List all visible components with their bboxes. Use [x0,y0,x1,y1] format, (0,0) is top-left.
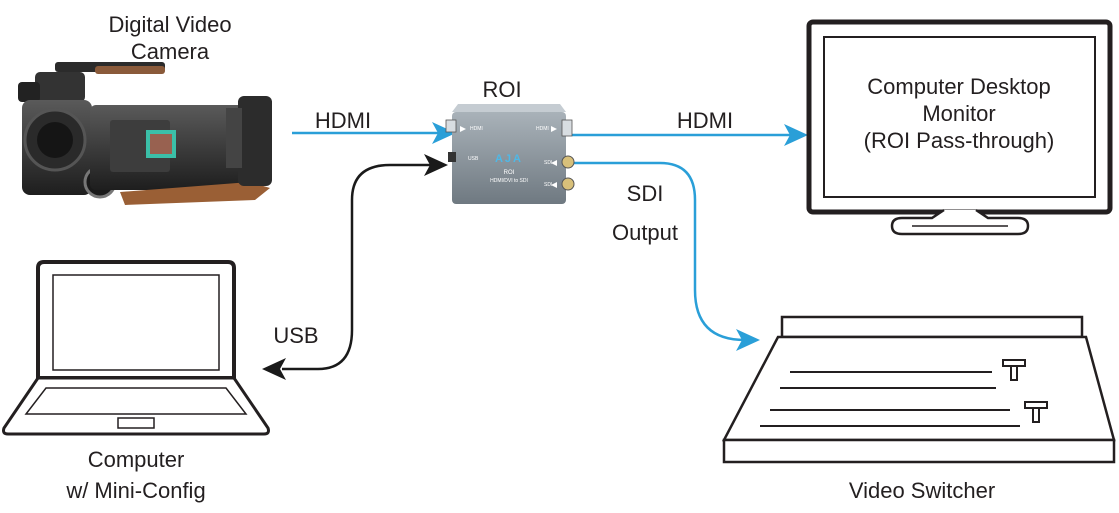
usb-arrowhead-roi [424,154,448,176]
roi-brand-logo: AJA [495,153,523,165]
laptop-label-line-2: w/ Mini-Config [65,478,205,503]
monitor-label-line-1: Computer Desktop [867,74,1050,99]
video-switcher [721,315,1116,464]
sdi-output-link [572,161,746,342]
sdi-output-arrowhead [736,329,760,351]
roi-face-title: ROI [504,170,515,176]
roi-port-label-hdmi-in: HDMI [470,126,483,132]
roi-port-label-hdmi-out: HDMI [536,126,549,132]
monitor-label-line-2: Monitor [922,101,995,126]
usb-label: USB [273,323,318,348]
roi-device-label: ROI [482,77,521,102]
switcher-label: Video Switcher [849,478,995,503]
tbar-handle-bottom-icon [1024,401,1048,423]
camera-label-line-1: Digital Video [108,12,231,37]
digital-video-camera [18,62,272,205]
monitor-label-line-3: (ROI Pass-through) [864,128,1055,153]
laptop-label-line-1: Computer [88,447,185,472]
hdmi-output-arrowhead [784,124,808,146]
roi-port-label-sdi-1: SDI [544,160,552,166]
roi-port-label-sdi-2: SDI [544,182,552,188]
camera-label-line-2: Camera [131,39,210,64]
hdmi-input-arrowhead [432,122,456,144]
hdmi-input-label: HDMI [315,108,371,133]
laptop-computer [2,260,270,436]
roi-face-subtitle: HDMI/DVI to SDI [490,178,528,184]
tbar-handle-top-icon [1002,359,1026,381]
usb-arrowhead-laptop [262,358,286,380]
roi-port-label-usb: USB [468,156,479,162]
sdi-output-label-line-1: SDI [627,181,664,206]
usb-link [282,163,432,371]
sdi-output-label-line-2: Output [612,220,678,245]
hdmi-output-label: HDMI [677,108,733,133]
roi-converter-device: AJA ROI HDMI/DVI to SDI HDMI USB HDMI SD… [445,104,575,204]
computer-desktop-monitor [806,19,1113,236]
